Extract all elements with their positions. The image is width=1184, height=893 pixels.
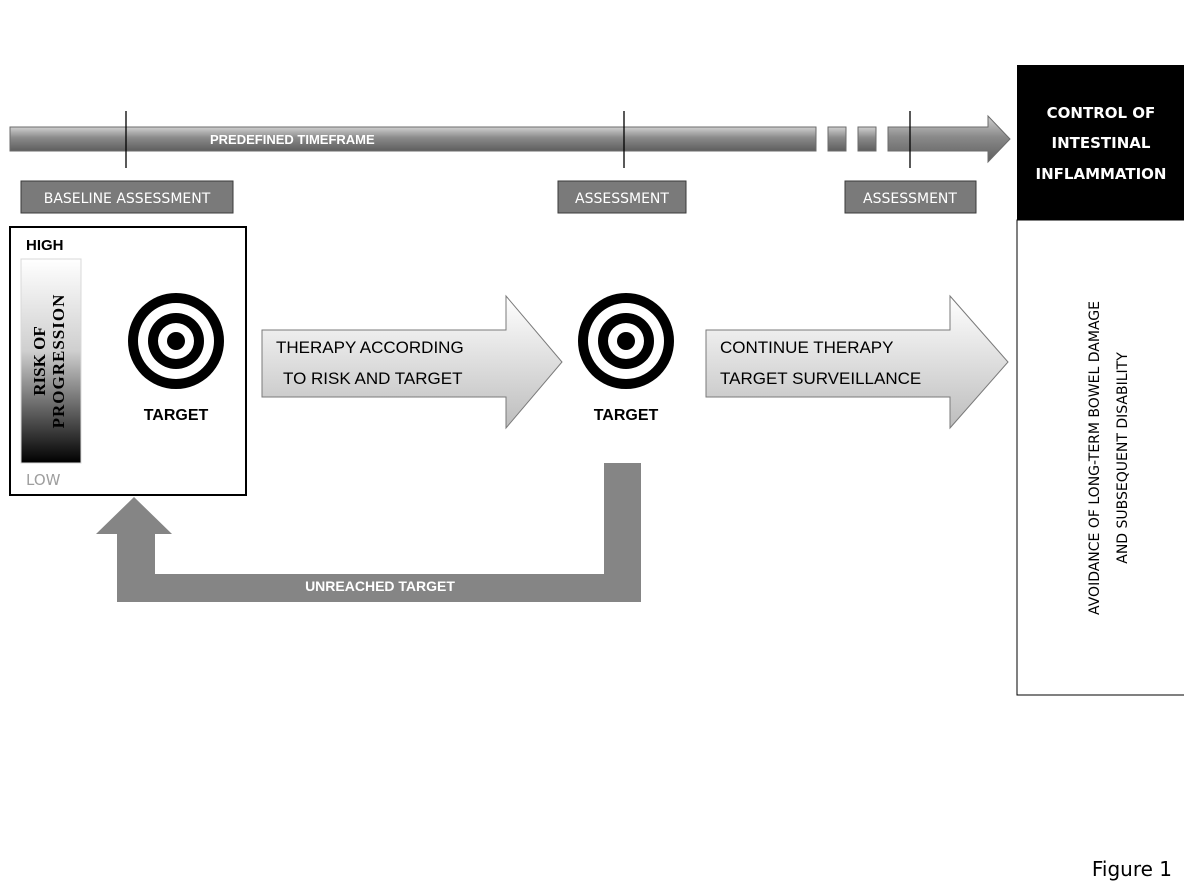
assessment-baseline-label: BASELINE ASSESSMENT xyxy=(44,191,211,207)
middle-target-label: TARGET xyxy=(594,407,659,424)
assessment-right-label: ASSESSMENT xyxy=(863,191,957,207)
continue-arrow: CONTINUE THERAPY TARGET SURVEILLANCE xyxy=(705,294,1009,430)
assessment-middle: ASSESSMENT xyxy=(557,180,687,214)
outcome-header-line3: INFLAMMATION xyxy=(1036,165,1167,183)
outcome-header-line2: INTESTINAL xyxy=(1052,134,1151,152)
timeline-dash-1 xyxy=(827,126,847,152)
timeline-arrowhead xyxy=(887,114,1011,164)
timeline-bar xyxy=(9,126,817,152)
unreached-target-arrow: UNREACHED TARGET xyxy=(96,463,641,602)
outcome-body xyxy=(1016,219,1184,696)
outcome-header-line1: CONTROL OF xyxy=(1047,104,1156,122)
therapy-arrow: THERAPY ACCORDING TO RISK AND TARGET xyxy=(261,294,563,430)
timeline: PREDEFINED TIMEFRAME xyxy=(9,111,1011,168)
assessment-middle-label: ASSESSMENT xyxy=(575,191,669,207)
outcome-body-line1: AVOIDANCE OF LONG-TERM BOWEL DAMAGE xyxy=(1087,301,1103,615)
risk-high-label: HIGH xyxy=(26,237,64,254)
risk-scale-label-1: RISK OF xyxy=(30,326,49,395)
unreached-target-label: UNREACHED TARGET xyxy=(305,578,455,594)
risk-target-label: TARGET xyxy=(144,407,209,424)
outcome-panel: CONTROL OF INTESTINAL INFLAMMATION AVOID… xyxy=(1016,65,1184,696)
assessment-right: ASSESSMENT xyxy=(844,180,977,214)
target-icon xyxy=(128,293,224,389)
assessment-baseline: BASELINE ASSESSMENT xyxy=(20,180,234,214)
outcome-header xyxy=(1017,65,1184,220)
risk-box: HIGH RISK OF PROGRESSION LOW TARGET xyxy=(9,226,247,496)
therapy-arrow-line1: THERAPY ACCORDING xyxy=(276,338,464,357)
timeline-label: PREDEFINED TIMEFRAME xyxy=(210,132,375,147)
figure-caption: Figure 1 xyxy=(1092,857,1172,881)
risk-scale-label-2: PROGRESSION xyxy=(49,294,68,429)
timeline-dash-2 xyxy=(857,126,877,152)
continue-arrow-line2: TARGET SURVEILLANCE xyxy=(720,369,921,388)
outcome-body-line2: AND SUBSEQUENT DISABILITY xyxy=(1115,352,1131,564)
therapy-arrow-line2: TO RISK AND TARGET xyxy=(283,369,462,388)
target-icon xyxy=(578,293,674,389)
continue-arrow-line1: CONTINUE THERAPY xyxy=(720,338,894,357)
middle-target: TARGET xyxy=(578,293,674,424)
risk-low-label: LOW xyxy=(26,471,61,489)
risk-gradient-bar xyxy=(20,258,82,464)
